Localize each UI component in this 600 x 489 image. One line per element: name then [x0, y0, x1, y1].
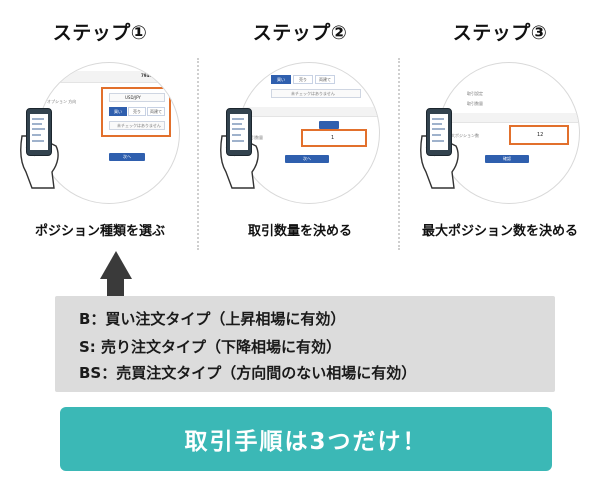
info-both-type: BS：売買注文タイプ（方向間のない相場に有効） — [79, 364, 417, 382]
step-1-screen-zoom: 7941 オプション 方向 USD/JPY 買い 売り 両建て 未チェックはあり… — [38, 62, 180, 204]
next-button[interactable] — [285, 155, 329, 163]
screen-field-label: オプション 方向 — [47, 99, 77, 104]
step-1-title: ステップ① — [52, 22, 148, 44]
confirm-button-label: 確認 — [503, 156, 511, 161]
tab-buy[interactable]: 買い — [109, 107, 127, 116]
screen-brand: 7941 — [141, 73, 153, 78]
symbol-field — [109, 93, 165, 102]
symbol-value: USD/JPY — [125, 95, 141, 100]
step-1-caption: ポジション種類を選ぶ — [34, 224, 165, 239]
summary-banner: 取引手順は3つだけ！ — [60, 407, 552, 471]
note-text: 未チェックはありません — [117, 123, 161, 128]
tab-both[interactable]: 両建て — [315, 75, 335, 84]
divider — [398, 58, 400, 250]
step-2-title: ステップ② — [252, 22, 348, 44]
tab-buy[interactable]: 買い — [271, 75, 291, 84]
confirm-button[interactable] — [485, 155, 529, 163]
highlight-box: USD/JPY 買い 売り 両建て 未チェックはありません — [101, 87, 171, 137]
next-button-label: 次へ — [123, 154, 131, 159]
tab-sell[interactable]: 売り — [293, 75, 313, 84]
step-2-screen-zoom: 買い 売り 両建て 未チェックはありません 取引数量 1 次へ — [238, 62, 380, 204]
tab-both[interactable]: 両建て — [147, 107, 165, 116]
section-bar — [239, 107, 379, 117]
quantity-highlight: 1 — [301, 129, 367, 147]
note-text: 未チェックはありません — [291, 91, 335, 96]
unit-toggle[interactable] — [319, 121, 339, 129]
quantity-row: 取引数量 — [467, 101, 483, 106]
info-sell-type: S: 売り注文タイプ（下降相場に有効） — [79, 338, 342, 356]
step-3-screen-zoom: 取引設定 取引数量 最大ポジション数 12 確認 — [438, 62, 580, 204]
phone-in-hand — [218, 98, 270, 190]
quantity-label: 取引数量 — [247, 135, 263, 140]
max-position-label: 最大ポジション数 — [447, 133, 479, 138]
next-button[interactable] — [109, 153, 145, 161]
max-position-highlight: 12 — [509, 125, 569, 145]
max-position-value[interactable]: 12 — [537, 132, 544, 138]
info-buy-type: B：買い注文タイプ（上昇相場に有効） — [79, 310, 346, 328]
next-button-label: 次へ — [303, 156, 311, 161]
phone-icon — [26, 108, 52, 156]
quantity-value[interactable]: 1 — [331, 135, 335, 141]
step-2-caption: 取引数量を決める — [247, 224, 352, 239]
step-2: ステップ② 買い 売り 両建て 未チェックはありません 取引数量 1 次へ 取引… — [200, 0, 400, 260]
banner-text: 取引手順は3つだけ！ — [184, 429, 428, 455]
order-type-info: B：買い注文タイプ（上昇相場に有効） S: 売り注文タイプ（下降相場に有効） B… — [55, 296, 555, 392]
phone-in-hand — [418, 98, 470, 190]
settings-row: 取引設定 — [467, 91, 483, 96]
step-1: ステップ① 7941 オプション 方向 USD/JPY 買い 売り 両建て 未チ… — [0, 0, 200, 260]
phone-icon — [426, 108, 452, 156]
section-bar — [439, 113, 579, 123]
note-field — [271, 89, 361, 98]
step-3: ステップ③ 取引設定 取引数量 最大ポジション数 12 確認 最大ポジション数を… — [400, 0, 600, 260]
phone-icon — [226, 108, 252, 156]
divider — [197, 58, 199, 250]
step-3-title: ステップ③ — [452, 22, 548, 44]
phone-in-hand — [18, 98, 70, 190]
step-3-caption: 最大ポジション数を決める — [421, 224, 578, 239]
screen-header — [39, 71, 179, 83]
tab-sell[interactable]: 売り — [128, 107, 146, 116]
note-field — [109, 121, 165, 130]
